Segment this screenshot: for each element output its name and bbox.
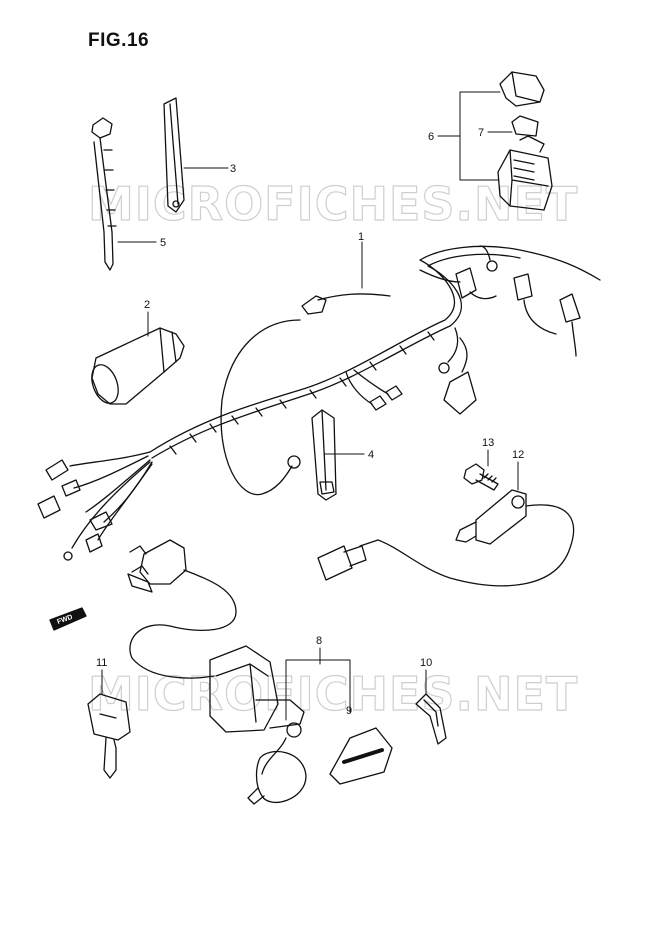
figure-title: FIG.16	[88, 30, 150, 51]
callout-7: 7	[478, 127, 484, 139]
fwd-arrow: FWD	[49, 607, 87, 631]
callout-13: 13	[482, 437, 494, 449]
clamp-3-drawing	[163, 97, 185, 213]
watermark-bottom: MICROFICHES.NET	[88, 667, 578, 721]
callout-9: 9	[346, 705, 352, 717]
callout-4: 4	[368, 449, 374, 461]
screw-drawing	[463, 463, 499, 491]
brake-switch-drawing	[317, 489, 575, 587]
watermark-top: MICROFICHES.NET	[88, 177, 578, 231]
wiring-harness-drawing	[37, 245, 601, 561]
callout-12: 12	[512, 449, 524, 461]
ignition-switch-drawing	[127, 539, 307, 805]
callout-11: 11	[96, 657, 107, 669]
callout-3: 3	[230, 163, 236, 175]
clamp-4-drawing	[311, 409, 337, 501]
callout-10: 10	[420, 657, 432, 669]
switch-cover-text: SUZUKI	[345, 758, 368, 770]
key-drawing	[87, 693, 131, 779]
callout-6: 6	[428, 131, 434, 143]
relay-assembly-drawing	[497, 71, 553, 211]
callout-leaders	[101, 91, 519, 721]
callout-2: 2	[144, 299, 150, 311]
callout-5: 5	[160, 237, 166, 249]
callout-1: 1	[358, 231, 364, 243]
switch-cover-drawing: SUZUKI	[329, 727, 393, 785]
boot-drawing	[91, 327, 185, 405]
cable-tie-drawing	[91, 117, 117, 271]
callout-8: 8	[316, 635, 322, 647]
